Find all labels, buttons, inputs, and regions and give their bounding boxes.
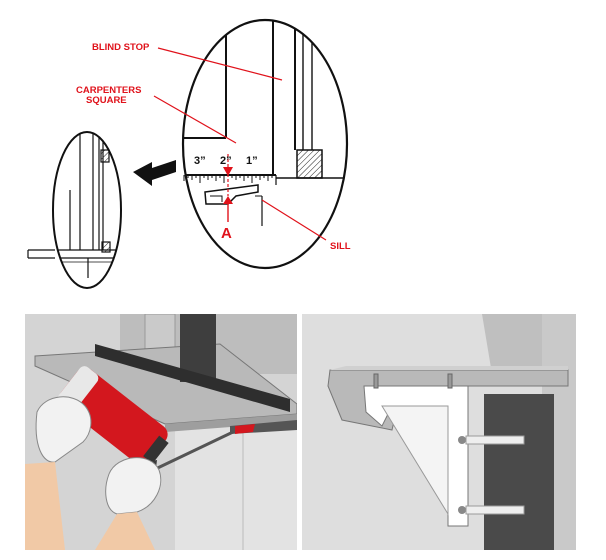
sill-label: SILL xyxy=(330,241,351,252)
scale-1-inch-label: 1” xyxy=(246,155,258,167)
marker-a-label: A xyxy=(221,225,232,242)
dark-wall-panel xyxy=(484,394,554,550)
l-bracket xyxy=(363,385,469,527)
wall-anchors xyxy=(458,435,525,515)
foam-gun-application-illustration xyxy=(25,314,297,550)
scale-3-inch-label: 3” xyxy=(194,155,206,167)
scale-2-inch-label: 2” xyxy=(220,155,232,167)
sill-measurement-diagram: 3” 2” 1” A BLIND STOP CARPENTERS SQUARE … xyxy=(27,18,351,289)
right-arrow-icon xyxy=(133,160,176,186)
sill-measurement-detail xyxy=(181,18,349,270)
right-gloved-hand xyxy=(105,457,162,515)
carpenters-square-label-line1: CARPENTERS xyxy=(76,85,141,96)
sill-callout: SILL xyxy=(261,199,351,252)
sill-bracket-illustration xyxy=(302,314,576,550)
window-overview-detail xyxy=(27,131,122,289)
carpenters-square-callout: CARPENTERS SQUARE xyxy=(76,85,237,144)
window-sill-board xyxy=(34,343,297,425)
left-gloved-hand xyxy=(35,396,92,463)
carpenters-square-label-line2: SQUARE xyxy=(86,95,127,106)
top-screws xyxy=(373,373,453,389)
blind-stop-label: BLIND STOP xyxy=(92,42,150,53)
blind-stop-callout: BLIND STOP xyxy=(92,42,283,81)
